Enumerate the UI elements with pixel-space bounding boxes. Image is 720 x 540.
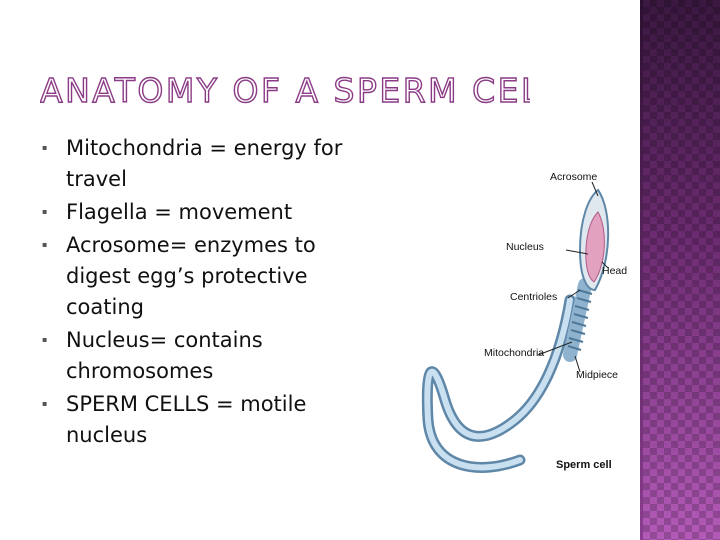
flagellum-shape [421,294,576,473]
bullet-text: Acrosome= enzymes to digest egg’s protec… [66,233,316,319]
label-acrosome: Acrosome [550,171,597,183]
flagellum-highlight [424,297,573,471]
label-nucleus: Nucleus [506,241,544,253]
bullet-marker-icon: ▪ [42,399,48,408]
label-centrioles: Centrioles [510,291,557,303]
bullet-marker-icon: ▪ [42,143,48,152]
decorative-side-panel [643,0,720,540]
bullet-item: ▪ SPERM CELLS = motile nucleus [40,389,385,451]
bullet-item: ▪ Acrosome= enzymes to digest egg’s prot… [40,230,385,323]
label-pointers [537,181,609,373]
bullet-text: SPERM CELLS = motile nucleus [66,392,307,447]
bullet-marker-icon: ▪ [42,207,48,216]
label-head: Head [602,265,627,277]
slide-title: ANATOMY OF A SPERM CELL [40,72,530,110]
midpiece-shape [563,278,593,362]
label-sperm-cell: Sperm cell [556,459,612,471]
side-panel-edge [640,0,643,540]
label-mitochondria: Mitochondria [484,347,544,359]
bullet-text: Flagella = movement [66,200,293,224]
bullet-text: Nucleus= contains chromosomes [66,328,263,383]
bullet-marker-icon: ▪ [42,240,48,249]
sperm-cell-diagram: Acrosome Nucleus Head Centrioles Mitocho… [420,150,640,490]
bullet-marker-icon: ▪ [42,335,48,344]
bullet-item: ▪ Nucleus= contains chromosomes [40,325,385,387]
bullet-text: Mitochondria = energy for travel [66,136,343,191]
bullet-item: ▪ Mitochondria = energy for travel [40,133,385,195]
nucleus-shape [585,211,605,283]
label-midpiece: Midpiece [576,369,618,381]
bullet-item: ▪ Flagella = movement [40,197,385,228]
bullet-list: ▪ Mitochondria = energy for travel ▪ Fla… [40,133,385,453]
